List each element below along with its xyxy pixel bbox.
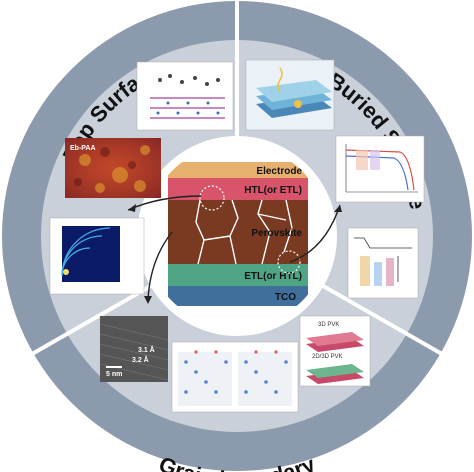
layer-electrode: [168, 162, 308, 178]
arrow-to-grain-boundary: [147, 231, 173, 301]
arrowhead-top: [128, 204, 136, 212]
layer-htl: [168, 178, 308, 200]
tem-spacing-1: 3.1 Å: [138, 345, 155, 354]
panel-simulation: [171, 341, 299, 413]
layer-etl: [168, 264, 308, 286]
panel-device-render: [245, 59, 335, 131]
layer-perovskite: [168, 200, 308, 264]
panel-tem-image: 3.1 Å 3.2 Å 5 nm: [99, 316, 169, 382]
label-3d-pvk: 3D PVK: [318, 322, 339, 328]
afm-label: Eb-PAA: [70, 145, 96, 152]
panel-energy-diagram: [347, 227, 419, 299]
label-electrode: Electrode: [256, 166, 302, 177]
divider-right: [317, 281, 443, 356]
label-htl: HTL(or ETL): [244, 185, 302, 196]
divider-left: [31, 281, 157, 356]
label-perovskite: Perovskite: [251, 228, 302, 239]
panel-jv-curve: [335, 135, 425, 203]
panel-afm-image: Eb-PAA: [65, 138, 161, 198]
device-stack: [168, 162, 308, 306]
layer-tco: [168, 286, 308, 306]
panel-molecular-structure: [136, 61, 234, 131]
label-tco: TCO: [275, 292, 296, 303]
tem-scale-bar: 5 nm: [106, 371, 122, 378]
focus-circle-top: [199, 185, 225, 211]
focus-circle-buried: [277, 250, 301, 274]
label-etl: ETL(or HTL): [244, 271, 302, 282]
arrowhead-buried: [334, 205, 342, 212]
tem-spacing-2: 3.2 Å: [132, 355, 149, 364]
label-2d3d-pvk: 2D/3D PVK: [312, 354, 343, 360]
grain-boundary-lines: [195, 199, 293, 265]
arrowhead-grain: [144, 296, 152, 304]
arrow-to-buried-surface: [289, 204, 341, 263]
panel-giwaxs-pattern: [49, 217, 145, 295]
panel-pvk-structures: 3D PVK 2D/3D PVK: [299, 315, 371, 387]
